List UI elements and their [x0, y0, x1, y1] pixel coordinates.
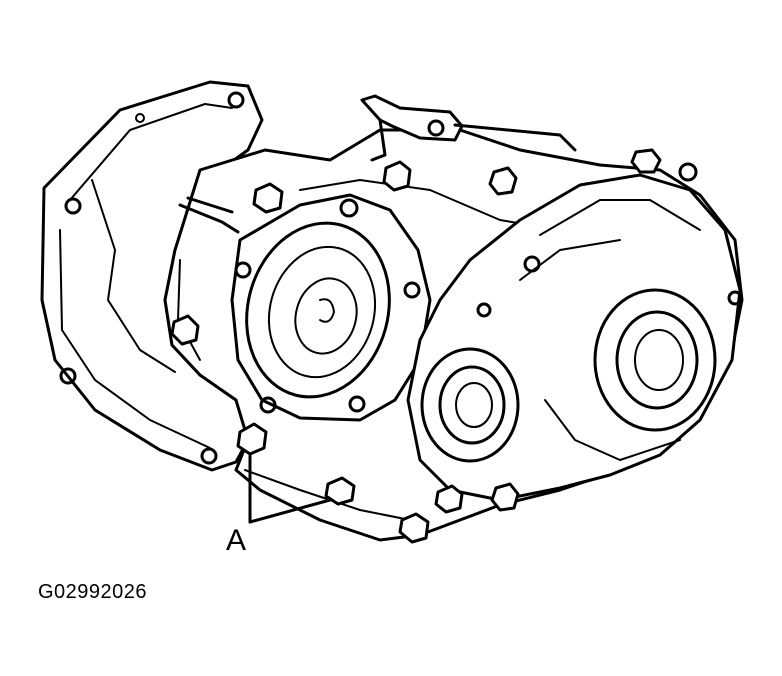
callout-a-leader-lines [248, 454, 332, 524]
case-bolts [170, 148, 662, 544]
callout-a-bolts [236, 422, 356, 506]
shift-lever-assembly [178, 94, 577, 234]
output-seal-right [593, 288, 717, 432]
callout-label-a: A [226, 524, 247, 557]
rear-housing [406, 162, 743, 502]
output-seal-center [420, 347, 520, 463]
front-cover [230, 193, 432, 422]
figure-id: G02992026 [38, 581, 148, 603]
